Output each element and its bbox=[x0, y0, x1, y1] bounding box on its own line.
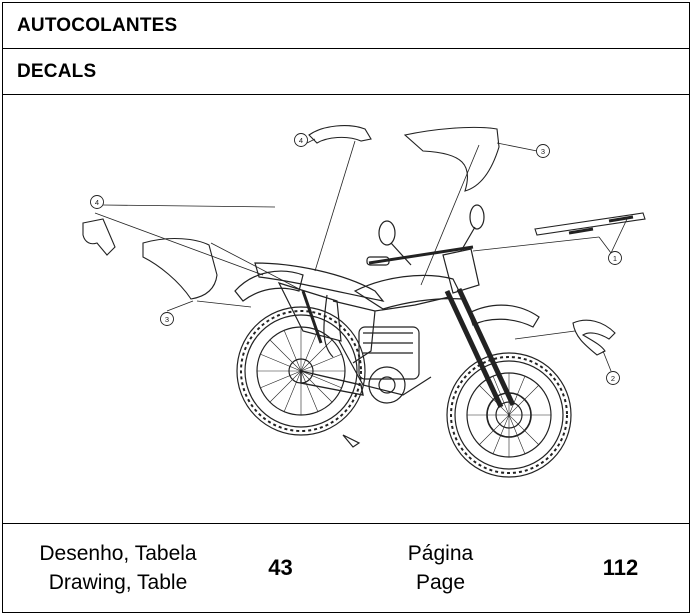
title-row-english: DECALS bbox=[3, 49, 689, 95]
callout-2: 2 bbox=[606, 371, 620, 385]
callout-3-top: 3 bbox=[536, 144, 550, 158]
title-row-portuguese: AUTOCOLANTES bbox=[3, 3, 689, 49]
leader-lines bbox=[94, 138, 628, 372]
front-wheel bbox=[446, 352, 572, 478]
drawing-label-pt: Desenho, Tabela bbox=[39, 542, 197, 565]
page-label: Página Page bbox=[328, 524, 553, 612]
svg-text:3: 3 bbox=[165, 315, 169, 324]
svg-text:4: 4 bbox=[95, 198, 99, 207]
svg-text:1: 1 bbox=[613, 254, 617, 263]
motorcycle-decal-diagram: 1 2 3 3 4 bbox=[82, 125, 646, 478]
svg-text:3: 3 bbox=[541, 147, 545, 156]
callout-4-left: 4 bbox=[90, 195, 104, 209]
page-label-en: Page bbox=[415, 571, 466, 594]
drawing-number: 43 bbox=[268, 555, 293, 580]
section-title-en: DECALS bbox=[17, 61, 97, 82]
motorcycle-body bbox=[234, 204, 540, 448]
drawing-label-en: Drawing, Table bbox=[48, 571, 188, 594]
page-number: 112 bbox=[602, 555, 639, 580]
sheet-footer: Desenho, Tabela Drawing, Table 43 Página… bbox=[3, 524, 689, 612]
decal-parts bbox=[82, 125, 646, 356]
svg-text:2: 2 bbox=[611, 374, 615, 383]
svg-text:4: 4 bbox=[299, 136, 303, 145]
callout-3-left: 3 bbox=[160, 312, 174, 326]
section-title-pt: AUTOCOLANTES bbox=[17, 15, 178, 36]
page-label-pt: Página bbox=[407, 542, 474, 565]
callout-4-top: 4 bbox=[294, 133, 308, 147]
exploded-drawing: 1 2 3 3 4 bbox=[3, 95, 689, 524]
callout-1: 1 bbox=[608, 251, 622, 265]
drawing-table-label: Desenho, Tabela Drawing, Table bbox=[3, 524, 233, 612]
